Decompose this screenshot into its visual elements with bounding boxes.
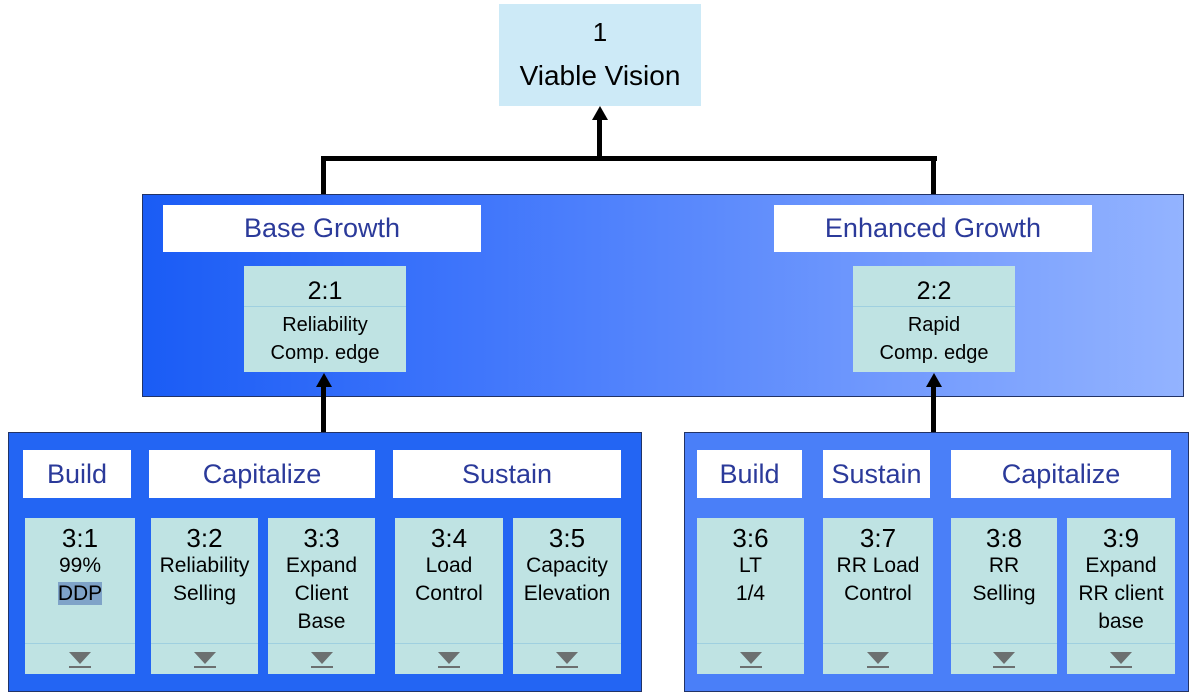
connector-line	[321, 156, 937, 161]
card-footer	[697, 643, 804, 674]
category-label-capitalize: Capitalize	[951, 450, 1171, 498]
triangle-down-icon[interactable]	[310, 652, 333, 668]
triangle-down-icon[interactable]	[556, 652, 578, 668]
category-label-capitalize: Capitalize	[149, 450, 375, 498]
node-line: Client	[294, 582, 349, 605]
node-line: RR Load	[836, 554, 920, 577]
card-footer	[951, 643, 1057, 674]
node-line: Comp. edge	[270, 342, 380, 364]
divider	[244, 306, 406, 307]
triangle-down-icon[interactable]	[1110, 652, 1132, 668]
node-text: LT 1/4	[736, 552, 765, 608]
card-footer	[151, 643, 258, 674]
node-line: Expand	[285, 554, 358, 577]
arrow-up-icon	[592, 106, 608, 120]
connector-line	[321, 386, 326, 434]
node-number: 3:4	[430, 523, 468, 553]
node-number: 2:2	[916, 277, 952, 305]
node-line: DDP	[57, 582, 103, 605]
node-line: Control	[415, 582, 483, 605]
node-line: Reliability	[282, 314, 368, 336]
node-3-1: 3:1 99% DDP	[25, 518, 135, 674]
node-2-1: 2:1 Reliability Comp. edge	[244, 266, 406, 372]
node-line: Comp. edge	[879, 342, 989, 364]
category-label-sustain: Sustain	[823, 450, 930, 498]
category-label-sustain: Sustain	[393, 450, 621, 498]
node-line: LT	[739, 554, 762, 577]
connector-line	[597, 118, 602, 160]
node-line: Base	[297, 610, 346, 633]
node-line: RR client	[1078, 582, 1164, 605]
node-text: Expand RR client base	[1078, 552, 1163, 636]
node-text: Rapid Comp. edge	[880, 311, 989, 367]
node-number: 1	[592, 17, 608, 47]
group-label-base-growth: Base Growth	[163, 205, 481, 252]
node-title: Viable Vision	[519, 60, 681, 91]
node-3-9: 3:9 Expand RR client base	[1067, 518, 1175, 674]
category-label-build: Build	[23, 450, 131, 498]
node-line: 1/4	[735, 582, 766, 605]
node-number: 3:8	[985, 523, 1023, 553]
triangle-down-icon[interactable]	[867, 652, 889, 668]
node-line: RR	[988, 554, 1020, 577]
node-line: Reliability	[159, 554, 250, 577]
node-number: 3:2	[186, 523, 223, 553]
triangle-down-icon[interactable]	[69, 652, 91, 668]
node-line: Selling	[172, 582, 237, 605]
card-footer	[395, 643, 503, 674]
node-line: base	[1098, 610, 1144, 633]
card-footer	[1067, 643, 1175, 674]
node-line: Elevation	[523, 582, 611, 605]
node-2-2: 2:2 Rapid Comp. edge	[853, 266, 1015, 372]
node-number: 2:1	[307, 277, 343, 305]
node-number: 3:1	[61, 523, 99, 553]
node-number: 3:9	[1102, 523, 1140, 553]
node-3-8: 3:8 RR Selling	[951, 518, 1057, 674]
node-line: 99%	[58, 554, 102, 577]
arrow-up-icon	[316, 373, 332, 387]
triangle-down-icon[interactable]	[438, 652, 460, 668]
card-footer	[268, 643, 375, 674]
category-label-build: Build	[697, 450, 802, 498]
triangle-down-icon[interactable]	[993, 652, 1015, 668]
node-text: 99% DDP	[57, 552, 103, 608]
node-line: Capacity	[526, 554, 608, 577]
node-3-6: 3:6 LT 1/4	[697, 518, 804, 674]
connector-line	[931, 386, 936, 434]
triangle-down-icon[interactable]	[739, 652, 762, 668]
viable-vision-node: 1 Viable Vision	[499, 4, 701, 106]
node-line: Selling	[972, 582, 1036, 605]
arrow-up-icon	[926, 373, 942, 387]
card-footer	[513, 643, 621, 674]
node-text: RR Selling	[972, 552, 1035, 608]
node-number: 3:3	[303, 523, 340, 553]
card-footer	[25, 643, 135, 674]
node-number: 3:5	[548, 523, 586, 553]
group-label-enhanced-growth: Enhanced Growth	[774, 205, 1092, 252]
node-line: Expand	[1085, 554, 1157, 577]
card-footer	[823, 643, 933, 674]
node-line: Rapid	[907, 314, 961, 336]
node-line: Load	[425, 554, 473, 577]
node-number: 3:7	[859, 523, 897, 553]
node-text: Reliability Comp. edge	[271, 311, 380, 367]
triangle-down-icon[interactable]	[193, 652, 216, 668]
node-number: 3:6	[732, 523, 769, 553]
node-line: Control	[844, 582, 912, 605]
divider	[853, 306, 1015, 307]
